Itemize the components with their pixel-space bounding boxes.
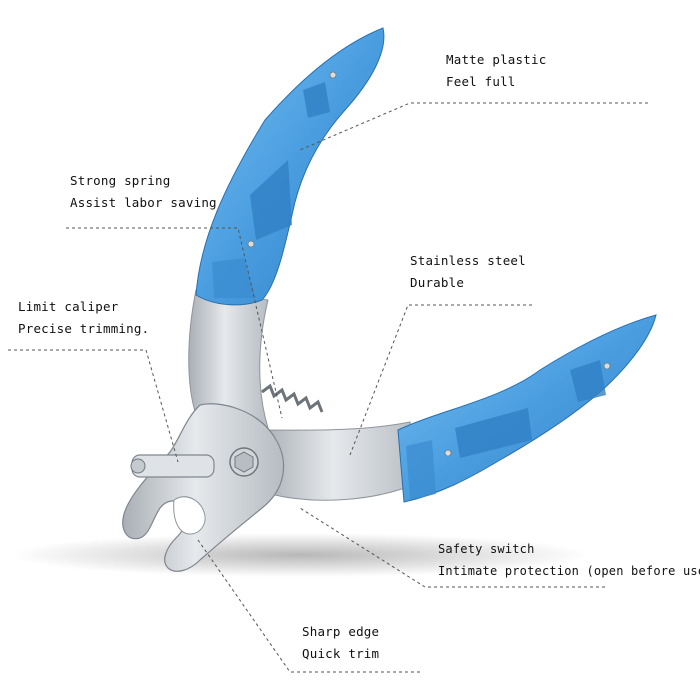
upper-blue-handle	[195, 27, 385, 306]
guard-screw	[130, 458, 146, 474]
lower-rivet-2	[603, 362, 611, 370]
callout-title: Safety switch	[438, 542, 535, 556]
leader-safety-switch	[299, 507, 605, 588]
lower-handle-grip-3	[406, 440, 436, 500]
pivot-nut	[234, 451, 254, 473]
leader-lines	[8, 102, 648, 673]
upper-rivet-2	[247, 240, 255, 248]
lower-rivet-1	[444, 449, 452, 457]
callout-strong-spring: Strong spring Assist labor saving	[70, 170, 217, 214]
upper-handle-grip-2	[250, 160, 292, 240]
upper-handle-grip-3	[212, 258, 256, 298]
callout-subtitle: Assist labor saving	[70, 195, 217, 210]
callout-stainless-steel: Stainless steel Durable	[410, 250, 526, 294]
callout-title: Limit caliper	[18, 299, 119, 314]
leader-limit-caliper	[8, 349, 179, 463]
callout-subtitle: Precise trimming.	[18, 321, 150, 336]
cutting-blade-hole	[173, 496, 206, 535]
callout-limit-caliper: Limit caliper Precise trimming.	[18, 296, 149, 340]
callout-title: Strong spring	[70, 173, 171, 188]
callout-subtitle: Intimate protection (open before use)	[438, 564, 700, 578]
leader-matte-plastic	[299, 102, 648, 151]
callout-subtitle: Feel full	[446, 74, 516, 89]
upper-handle-grip-1	[303, 82, 330, 118]
callout-sharp-edge: Sharp edge Quick trim	[302, 621, 379, 665]
callout-title: Stainless steel	[410, 253, 526, 268]
upper-rivet-1	[329, 71, 337, 79]
callout-title: Matte plastic	[446, 52, 547, 67]
callout-subtitle: Quick trim	[302, 646, 380, 661]
leader-sharp-edge	[197, 539, 420, 673]
lower-handle-grip-2	[570, 360, 606, 402]
drop-shadow	[10, 533, 590, 577]
callout-title: Sharp edge	[302, 624, 380, 639]
coil-spring	[261, 383, 324, 413]
callout-matte-plastic: Matte plastic Feel full	[446, 49, 546, 93]
callout-safety-switch: Safety switch Intimate protection (open …	[438, 538, 700, 582]
lower-steel-arm	[261, 421, 421, 501]
callout-subtitle: Durable	[410, 275, 465, 290]
lower-handle-grip-1	[455, 408, 532, 458]
leader-strong-spring	[66, 227, 283, 419]
